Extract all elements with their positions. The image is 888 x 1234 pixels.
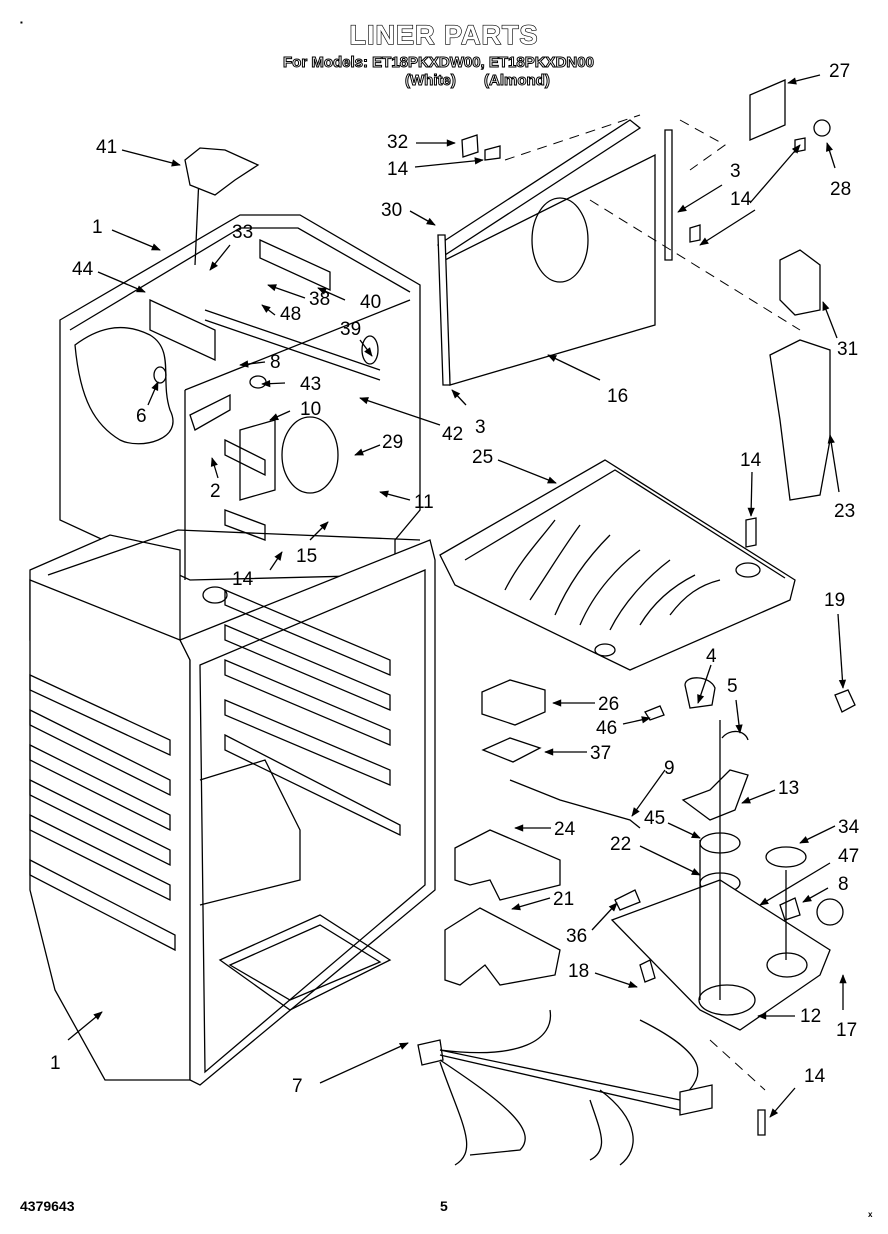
- callout-30: 30: [381, 200, 402, 221]
- callout-36: 36: [566, 926, 587, 947]
- callout-14-upper: 14: [387, 159, 409, 180]
- callout-17: 17: [836, 1020, 857, 1041]
- fresh-food-liner-drawing: [29, 529, 436, 1086]
- page-title: LINER PARTS: [349, 19, 539, 50]
- callout-33: 33: [232, 222, 253, 243]
- callout-8-top: 8: [270, 352, 281, 373]
- callout-31: 31: [837, 339, 858, 360]
- callout-14-bottom: 14: [804, 1066, 826, 1087]
- dispenser-parts-drawing: [444, 677, 844, 1091]
- rear-panel-drawing: [437, 79, 831, 386]
- callout-23: 23: [834, 501, 855, 522]
- document-number: 4379643: [20, 1198, 75, 1214]
- corner-mark-bottom: x: [868, 1210, 873, 1219]
- callout-40: 40: [360, 292, 381, 313]
- callout-18: 18: [568, 961, 589, 982]
- callout-41: 41: [96, 137, 117, 158]
- callout-1-top: 1: [92, 217, 103, 238]
- callout-14-left: 14: [232, 569, 254, 590]
- callout-21: 21: [553, 889, 574, 910]
- callout-46: 46: [596, 718, 617, 739]
- callout-2: 2: [210, 481, 221, 502]
- callout-38: 38: [309, 289, 330, 310]
- models-line: For Models: ET18PKXDW00, ET18PKXDN00: [283, 54, 595, 72]
- callout-5: 5: [727, 676, 738, 697]
- callout-3-lower: 3: [475, 417, 486, 438]
- callout-42: 42: [442, 424, 463, 445]
- callout-39: 39: [340, 319, 361, 340]
- leader-arrows: [67, 74, 847, 1118]
- right-side-parts-drawing: [769, 249, 856, 713]
- callout-6: 6: [136, 406, 147, 427]
- callout-25: 25: [472, 447, 493, 468]
- callout-45: 45: [644, 808, 665, 829]
- callout-28: 28: [830, 179, 851, 200]
- callout-44: 44: [72, 259, 94, 280]
- callout-47: 47: [838, 846, 859, 867]
- callout-1-bottom: 1: [50, 1053, 61, 1074]
- callout-37: 37: [590, 743, 611, 764]
- wire-harness-drawing: [417, 1009, 766, 1166]
- callout-13: 13: [778, 778, 799, 799]
- variant-almond: (Almond): [484, 72, 551, 90]
- callout-11: 11: [414, 492, 434, 513]
- callout-10: 10: [300, 399, 321, 420]
- callout-8-lower: 8: [838, 874, 849, 895]
- page-number: 5: [440, 1198, 448, 1214]
- shelf-tray-drawing: [439, 459, 796, 671]
- callout-43: 43: [300, 374, 321, 395]
- callout-34: 34: [838, 817, 860, 838]
- callout-24: 24: [554, 819, 576, 840]
- callout-4: 4: [706, 646, 717, 667]
- callout-3-upper: 3: [730, 161, 741, 182]
- callout-29: 29: [382, 432, 403, 453]
- callout-labels: 41 1 33 44 38 40 48 39 8 43 6 10 42 29 2…: [50, 61, 860, 1097]
- callout-9: 9: [664, 758, 675, 779]
- callout-15: 15: [296, 546, 317, 567]
- callout-12: 12: [800, 1006, 821, 1027]
- callout-7: 7: [292, 1076, 303, 1097]
- callout-14-right: 14: [730, 189, 752, 210]
- variant-white: (White): [405, 72, 457, 90]
- freezer-liner-drawing: [59, 147, 421, 604]
- callout-16: 16: [607, 386, 628, 407]
- corner-mark-top: ▪: [20, 18, 23, 27]
- callout-14-shelf: 14: [740, 450, 762, 471]
- callout-27: 27: [829, 61, 850, 82]
- callout-26: 26: [598, 694, 619, 715]
- callout-48: 48: [280, 304, 301, 325]
- callout-22: 22: [610, 834, 631, 855]
- callout-19: 19: [824, 590, 845, 611]
- callout-32: 32: [387, 132, 408, 153]
